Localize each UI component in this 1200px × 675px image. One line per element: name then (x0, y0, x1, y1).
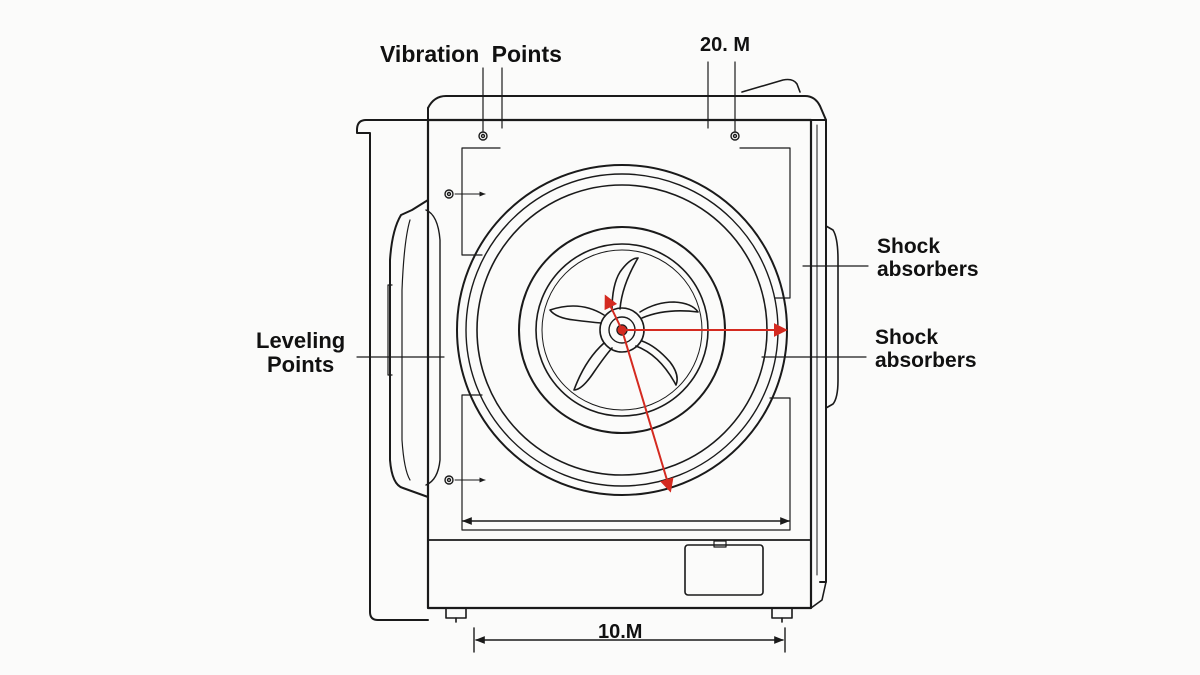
callout-lines (356, 61, 869, 483)
drum-center-dot (617, 325, 627, 335)
inner-panel (461, 147, 791, 531)
leveling-points-line2: Points (267, 351, 335, 377)
screw-icon (478, 131, 488, 141)
bottom-width-dimension (473, 627, 786, 653)
screw-icon (444, 189, 454, 199)
leveling-points-label: Leveling Points (256, 329, 345, 377)
right-side-panels (810, 119, 839, 609)
agitator-spokes (549, 257, 699, 391)
vibration-point-screws (444, 131, 740, 485)
vibration-points-label: Vibration Points (380, 41, 562, 67)
top-dimension-label: 20. M (700, 34, 751, 56)
shock-absorbers-lower-line1: Shock (875, 326, 939, 349)
shock-absorbers-lower-label: Shock absorbers (875, 326, 977, 372)
screw-icon (730, 131, 740, 141)
front-cabinet (426, 118, 813, 610)
drum-radius-arrows (604, 294, 788, 493)
bottom-dimension-label: 10.M (598, 621, 643, 643)
shock-absorbers-upper-line1: Shock (877, 235, 941, 258)
shock-absorbers-upper-line2: absorbers (877, 257, 979, 281)
side-panel (356, 119, 441, 621)
shock-absorbers-upper-label: Shock absorbers (877, 235, 979, 281)
shock-absorbers-lower-line2: absorbers (875, 348, 977, 372)
leveling-feet (445, 607, 793, 623)
leveling-points-line1: Leveling (256, 328, 346, 353)
filter-access-door (684, 544, 764, 596)
base-section (427, 539, 812, 596)
screw-icon (444, 475, 454, 485)
top-lid (427, 78, 827, 121)
